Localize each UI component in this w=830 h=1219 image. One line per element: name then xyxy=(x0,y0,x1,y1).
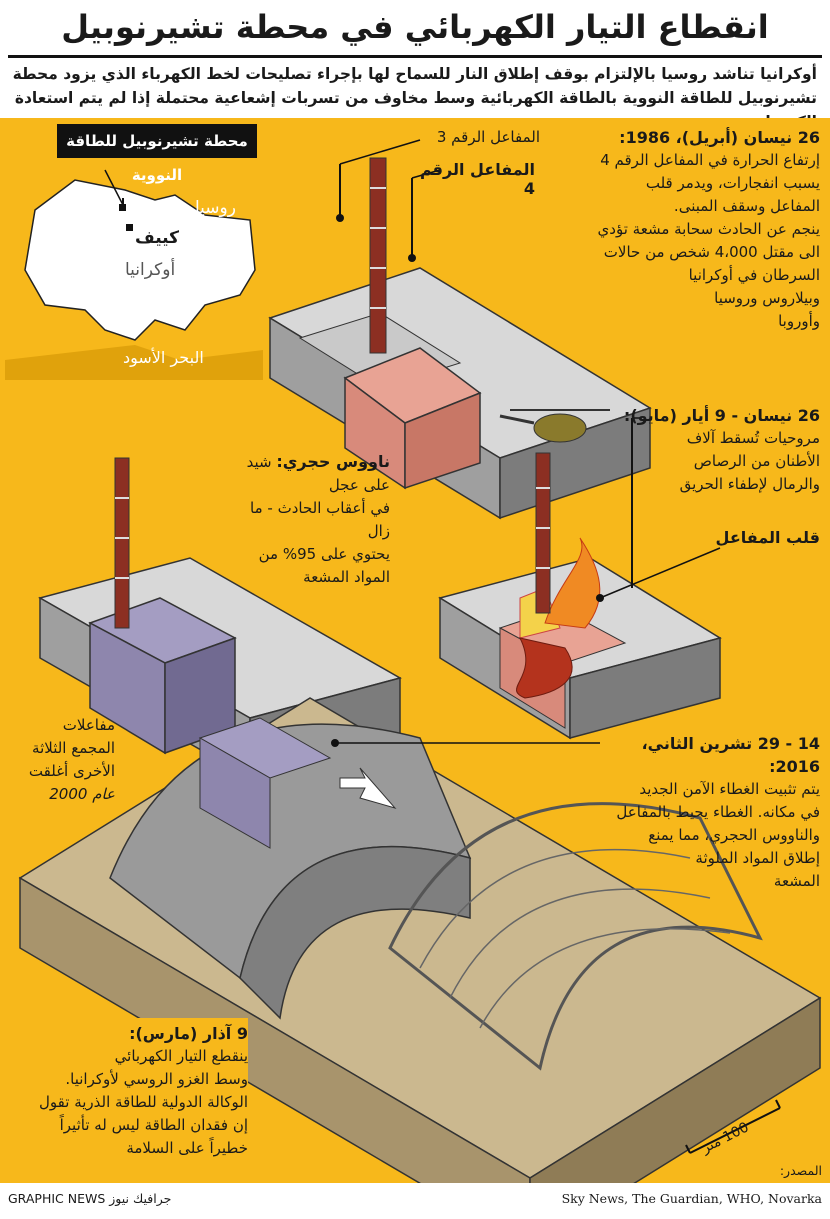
scale-bar xyxy=(685,1099,781,1154)
closed-reactors-note: مفاعلات المجمع الثلاثة الأخرى أغلقت عام … xyxy=(0,714,115,806)
event-1986-line: الى مقتل 4،000 شخص من حالات xyxy=(603,243,820,261)
helicopter-icon xyxy=(499,409,610,443)
event-march-box: 9 آذار (مارس): ينقطع التيار الكهربائي وس… xyxy=(8,1018,248,1183)
event-1986-text: 26 نيسان (أبريل)، 1986: إرتفاع الحرارة ف… xyxy=(540,126,820,333)
label-reactor-4: المفاعل الرقم 4 xyxy=(420,160,535,198)
event-2016-line: في مكانه. الغطاء يحيط بالمفاعل xyxy=(616,803,820,821)
map-label-black-sea: البحر الأسود xyxy=(123,348,204,367)
event-march-heading: 9 آذار (مارس): xyxy=(129,1024,248,1043)
event-may-heading: 26 نيسان - 9 أيار (مايو): xyxy=(623,406,820,425)
label-reactor-3: المفاعل الرقم 3 xyxy=(436,128,540,146)
map-label-ukraine: أوكرانيا xyxy=(125,260,176,280)
event-2016-line: إطلاق المواد الملوثة xyxy=(695,849,820,867)
fire-illustration xyxy=(438,409,722,740)
event-1986-line: ينجم عن الحادث سحابة مشعة تؤدي xyxy=(597,220,820,238)
event-1986-line: وبيلاروس وروسيا xyxy=(714,289,820,307)
event-2016-heading: 14 - 29 تشرين الثاني، 2016: xyxy=(641,734,820,776)
ukraine-map-shape xyxy=(5,169,263,380)
illustrations xyxy=(18,139,822,1183)
event-1986-heading: 26 نيسان (أبريل)، 1986: xyxy=(619,128,820,147)
event-1986-line: وأوروبا xyxy=(778,312,820,330)
event-march-line: إن فقدان الطاقة ليس له تأثيراً xyxy=(59,1116,248,1134)
event-may-text: 26 نيسان - 9 أيار (مايو): مروحيات تُسقط … xyxy=(620,404,820,496)
sarcophagus-line: يحتوي على 95% من xyxy=(258,545,390,563)
closed-note-line: الأخرى أغلقت xyxy=(28,762,115,780)
closed-note-line: عام 2000 xyxy=(49,785,115,803)
footer: المصدر: Sky News, The Guardian, WHO, Nov… xyxy=(0,1163,830,1219)
sarcophagus-line: في أعقاب الحادث - ما زال xyxy=(250,499,390,540)
closed-note-line: مفاعلات xyxy=(62,716,115,734)
event-may-line: الأطنان من الرصاص xyxy=(693,452,820,470)
page-title: انقطاع التيار الكهربائي في محطة تشيرنوبي… xyxy=(61,8,769,46)
graphic-news-credit: GRAPHIC NEWS جرافيك نيوز xyxy=(8,1191,172,1206)
event-2016-line: والناووس الحجري، مما يمنع xyxy=(648,826,820,844)
event-1986-line: السرطان في أوكرانيا xyxy=(688,266,820,284)
event-1986-line: يسبب انفجارات، ويدمر قلب xyxy=(645,174,820,192)
event-march-line: وسط الغزو الروسي لأوكرانيا. xyxy=(65,1070,248,1088)
event-2016-line: يتم تثبيت الغطاء الآمن الجديد xyxy=(639,780,820,798)
event-1986-line: إرتفاع الحرارة في المفاعل الرقم 4 xyxy=(600,151,820,169)
event-2016-line: المشعة xyxy=(773,872,820,890)
event-march-line: الوكالة الدولية للطاقة الذرية تقول xyxy=(39,1093,248,1111)
event-1986-line: المفاعل وسقف المبنى. xyxy=(673,197,820,215)
source-list: Sky News, The Guardian, WHO, Novarka xyxy=(561,1191,822,1206)
label-reactor-core: قلب المفاعل xyxy=(715,528,820,547)
sarcophagus-line: المواد المشعة xyxy=(303,568,390,586)
ukraine-locator-map: محطة تشيرنوبيل للطاقة النووية روسيا كييف… xyxy=(5,120,263,380)
map-title: محطة تشيرنوبيل للطاقة النووية xyxy=(57,124,257,184)
intro-line-1: أوكرانيا تناشد روسيا بالإلتزام بوقف إطلا… xyxy=(12,65,817,83)
map-label-russia: روسيا xyxy=(195,198,236,218)
source-label: المصدر: xyxy=(779,1163,822,1178)
map-label-kyiv: كييف xyxy=(135,228,180,248)
closed-note-line: المجمع الثلاثة xyxy=(32,739,115,757)
event-march-line: ينقطع التيار الكهربائي xyxy=(114,1047,248,1065)
event-may-line: مروحيات تُسقط آلاف xyxy=(686,429,820,447)
sarcophagus-heading: ناووس حجري: xyxy=(276,452,390,471)
sarcophagus-line: شيد على عجل xyxy=(246,453,390,494)
title-divider xyxy=(8,55,822,58)
new-safe-confinement-illustration xyxy=(18,697,822,1183)
event-march-line: خطيراً على السلامة xyxy=(126,1139,248,1157)
sarcophagus-text: ناووس حجري: شيد على عجل في أعقاب الحادث … xyxy=(235,450,390,589)
event-2016-text: 14 - 29 تشرين الثاني، 2016: يتم تثبيت ال… xyxy=(590,732,820,893)
event-may-line: والرمال لإطفاء الحريق xyxy=(679,475,820,493)
